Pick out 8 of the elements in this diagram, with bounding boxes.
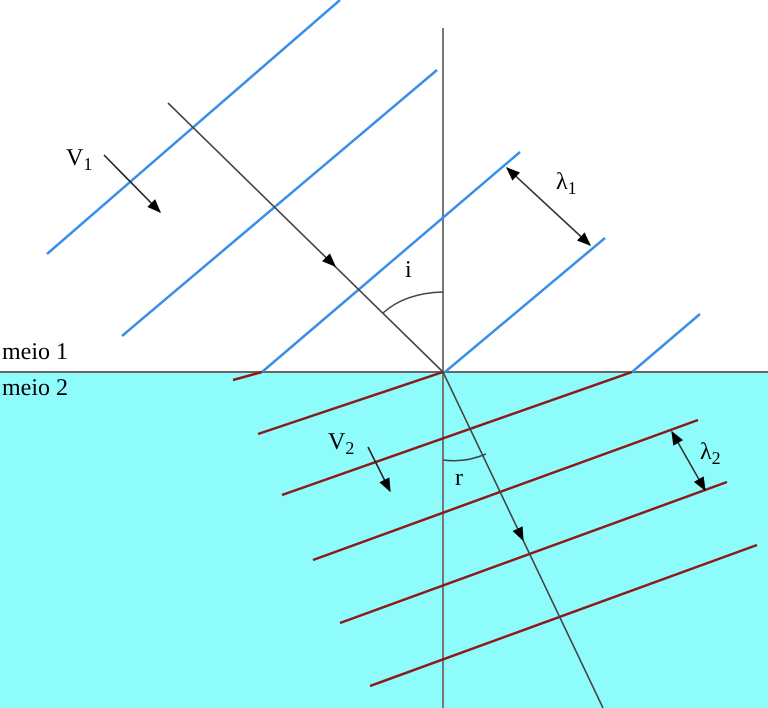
angle-label: r: [455, 466, 463, 490]
medium-label: meio 1: [2, 340, 68, 364]
wavelength-label: λ$_{2}$: [700, 440, 721, 464]
medium-label: meio 2: [2, 376, 68, 400]
wavelength-label: λ$_{1}$: [556, 170, 577, 194]
velocity-label: V$_{2}$: [328, 430, 354, 454]
velocity-label: V$_{1}$: [66, 146, 92, 170]
angle-label: i: [405, 258, 412, 282]
